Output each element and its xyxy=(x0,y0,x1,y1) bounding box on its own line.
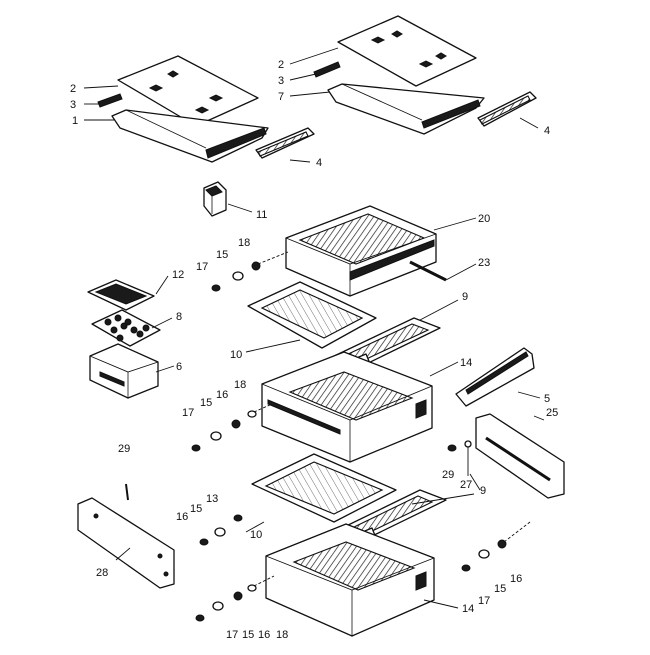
crisper-pan-lower xyxy=(265,523,435,637)
callout-15: 15 xyxy=(190,503,202,515)
callout-25: 25 xyxy=(546,407,558,419)
side-bracket-28 xyxy=(77,497,175,589)
callout-1: 1 xyxy=(72,115,78,127)
leader-lines xyxy=(83,47,545,609)
callout-29: 29 xyxy=(118,443,130,455)
callout-11: 11 xyxy=(256,209,267,221)
callout-3: 3 xyxy=(278,75,284,87)
callout-14: 14 xyxy=(462,603,474,615)
hardware-set-lower-left xyxy=(125,483,243,546)
pan-slide-rod xyxy=(409,260,447,282)
hardware-set-middle-right xyxy=(447,440,472,476)
left-glass-shelf xyxy=(117,55,259,127)
callout-23: 23 xyxy=(478,257,490,269)
bracket-11 xyxy=(203,181,227,217)
callout-9: 9 xyxy=(480,485,486,497)
side-bracket-25 xyxy=(475,413,565,499)
callout-2: 2 xyxy=(70,83,76,95)
bin-6 xyxy=(89,343,159,399)
callout-3: 3 xyxy=(70,99,76,111)
callout-15: 15 xyxy=(494,583,506,595)
callout-18: 18 xyxy=(234,379,246,391)
callout-6: 6 xyxy=(176,361,182,373)
callout-8: 8 xyxy=(176,311,182,323)
callout-17: 17 xyxy=(478,595,490,607)
hardware-set-lower-right xyxy=(461,521,531,572)
callout-16: 16 xyxy=(510,573,522,585)
crisper-cover-glass-upper xyxy=(247,281,377,349)
callout-17: 17 xyxy=(196,261,208,273)
callout-27: 27 xyxy=(460,479,472,491)
rail-5 xyxy=(455,347,535,407)
left-shelf-trim xyxy=(97,93,123,108)
callout-15: 15 xyxy=(216,249,228,261)
callout-20: 20 xyxy=(478,213,490,225)
callout-9: 9 xyxy=(462,291,468,303)
callout-17: 17 xyxy=(182,407,194,419)
callout-18: 18 xyxy=(276,629,288,641)
callout-5: 5 xyxy=(544,393,550,405)
hardware-set-middle-left xyxy=(191,403,273,452)
tray-12 xyxy=(87,279,155,311)
crisper-cover-glass-lower xyxy=(251,453,397,523)
callout-29: 29 xyxy=(442,469,454,481)
callout-2: 2 xyxy=(278,59,284,71)
callout-17: 17 xyxy=(226,629,238,641)
callout-4: 4 xyxy=(544,125,550,137)
callout-4: 4 xyxy=(316,157,322,169)
callout-10: 10 xyxy=(230,349,242,361)
callout-labels: 2 3 1 4 2 3 7 4 11 20 23 18 15 17 12 9 8… xyxy=(70,59,558,641)
callout-7: 7 xyxy=(278,91,284,103)
callout-13: 13 xyxy=(206,493,218,505)
right-shelf-frame xyxy=(327,83,485,135)
egg-holder-8 xyxy=(91,309,161,347)
right-shelf-rail xyxy=(477,91,537,127)
callout-10: 10 xyxy=(250,529,262,541)
callout-16: 16 xyxy=(176,511,188,523)
callout-12: 12 xyxy=(172,269,184,281)
crisper-pan-upper xyxy=(285,205,437,297)
callout-18: 18 xyxy=(238,237,250,249)
hardware-set-upper xyxy=(211,251,289,292)
right-glass-shelf xyxy=(337,15,477,87)
callout-16: 16 xyxy=(216,389,228,401)
callout-15: 15 xyxy=(242,629,254,641)
callout-16: 16 xyxy=(258,629,270,641)
right-shelf-trim xyxy=(313,61,341,78)
callout-15: 15 xyxy=(200,397,212,409)
callout-28: 28 xyxy=(96,567,108,579)
left-shelf-frame xyxy=(111,109,269,163)
hardware-set-bottom xyxy=(195,575,275,622)
callout-14: 14 xyxy=(460,357,472,369)
crisper-pan-middle xyxy=(261,351,433,463)
left-shelf-rail xyxy=(255,127,315,159)
